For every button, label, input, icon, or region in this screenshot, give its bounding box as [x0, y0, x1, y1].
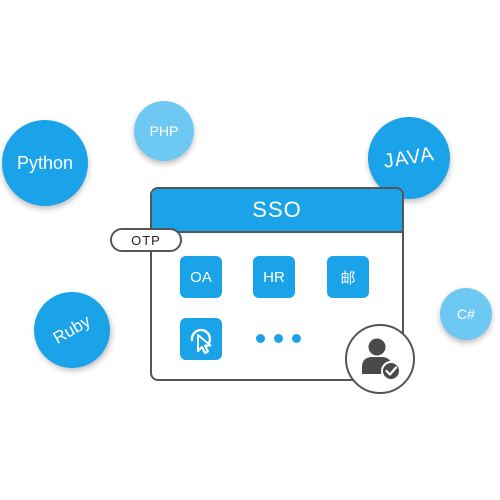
user-badge [345, 324, 415, 394]
oa-tile[interactable]: OA [180, 256, 222, 298]
csharp-label: C# [457, 306, 475, 322]
ruby-bubble: Ruby [20, 278, 124, 382]
sso-title-bar: SSO [152, 189, 402, 233]
php-label: PHP [149, 123, 179, 139]
user-verified-icon [362, 338, 401, 381]
mail-tile[interactable]: 邮 [327, 256, 369, 298]
dot [274, 334, 283, 343]
click-tile[interactable] [180, 318, 222, 360]
pointer-click-icon [190, 328, 212, 354]
oa-label: OA [190, 268, 212, 286]
hr-tile[interactable]: HR [253, 256, 295, 298]
ruby-label: Ruby [49, 311, 94, 348]
more-dots-icon [256, 334, 301, 343]
otp-label: OTP [131, 232, 161, 248]
java-label: JAVA [381, 142, 436, 173]
python-bubble: Python [2, 120, 88, 206]
otp-tag: OTP [110, 228, 182, 252]
python-label: Python [16, 152, 74, 173]
csharp-bubble: C# [440, 288, 492, 340]
hr-label: HR [263, 268, 285, 286]
dot [256, 334, 265, 343]
php-bubble: PHP [134, 101, 194, 161]
mail-label: 邮 [340, 269, 356, 287]
sso-title: SSO [252, 197, 302, 222]
dot [292, 334, 301, 343]
